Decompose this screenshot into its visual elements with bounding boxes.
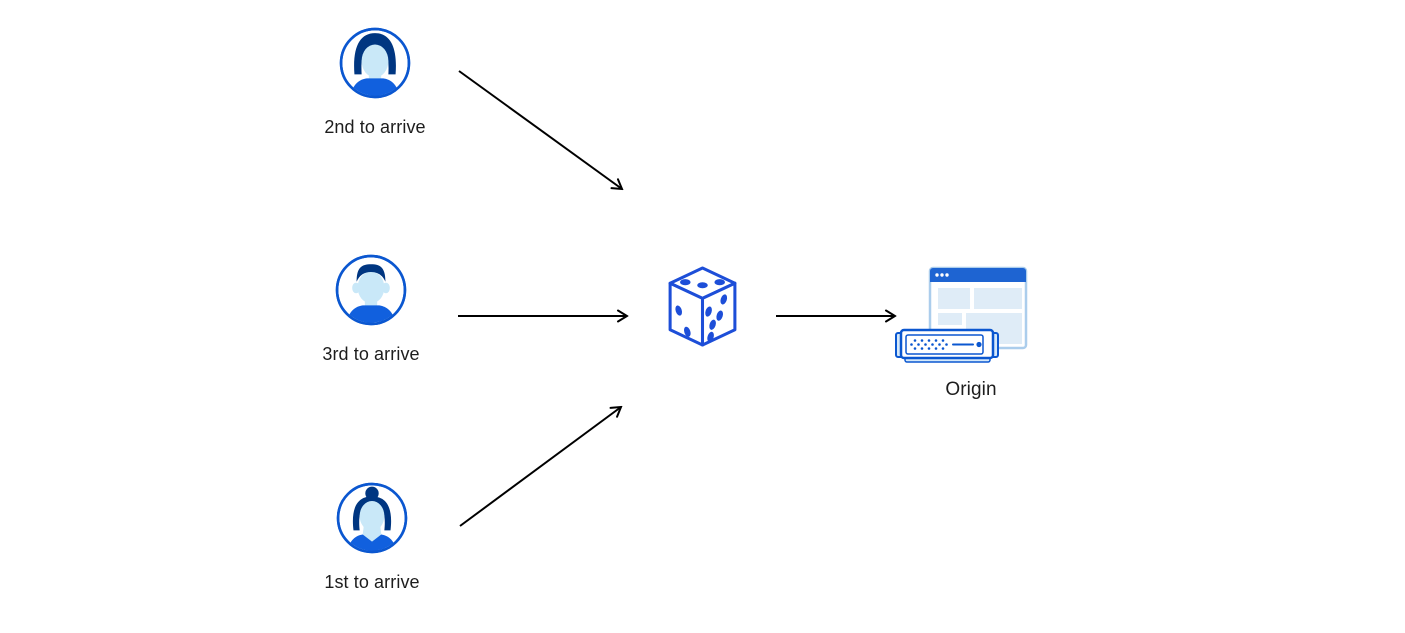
client-node-1st: [336, 482, 408, 559]
man-flat-hair-avatar-icon: [335, 254, 407, 326]
origin-label: Origin: [945, 379, 997, 400]
dice-icon: [668, 266, 737, 347]
client-3rd-label: 3rd to arrive: [322, 344, 420, 364]
client-2nd-label: 2nd to arrive: [324, 117, 426, 137]
arrow-client-2nd-to-dice: [458, 70, 622, 189]
man-swept-hair-avatar-icon: [339, 27, 411, 99]
arrow-client-1st-to-dice: [459, 407, 621, 527]
origin-node: [893, 263, 1028, 370]
woman-bun-avatar-icon: [336, 482, 408, 554]
client-node-3rd: [335, 254, 407, 331]
random-selector-node: [668, 265, 737, 353]
client-1st-label: 1st to arrive: [324, 572, 420, 592]
server-vent-dots: [910, 339, 948, 350]
client-node-2nd: [339, 27, 411, 104]
origin-server-browser-icon: [895, 266, 1028, 363]
